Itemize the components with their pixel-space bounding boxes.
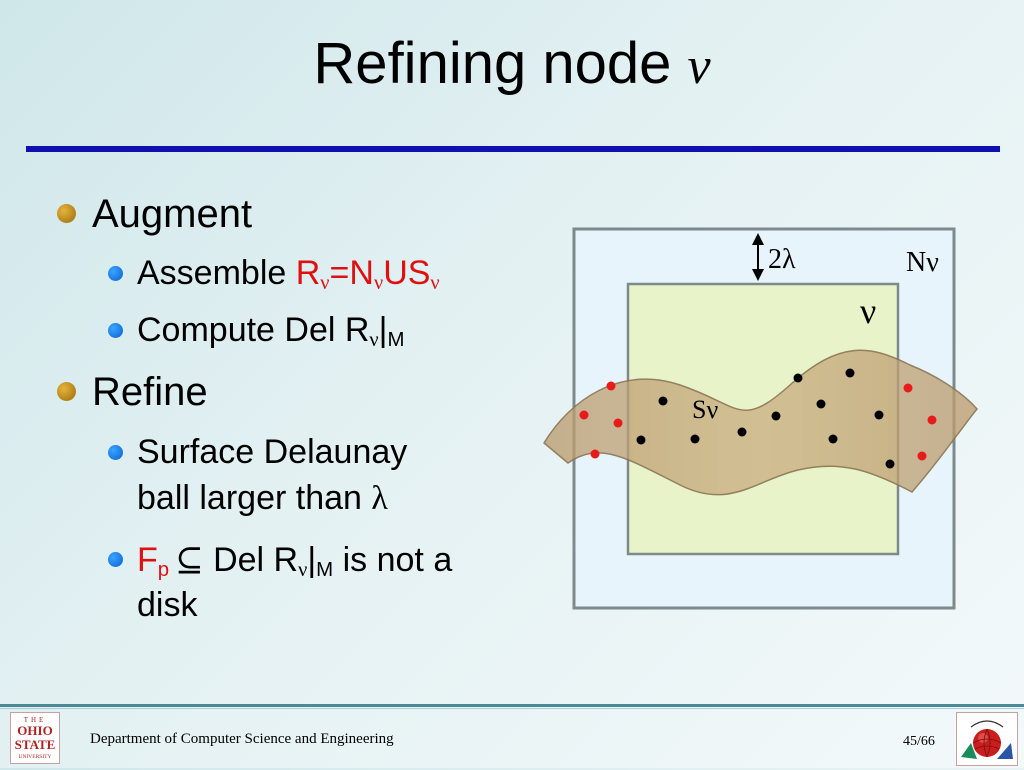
bullet-dot bbox=[108, 266, 123, 281]
restriction-bar: | bbox=[307, 541, 317, 579]
nu-subscript: ν bbox=[430, 272, 440, 295]
bullet-assemble: Assemble Rν=NνUSν bbox=[137, 254, 440, 293]
not-a-disk-label: is not a bbox=[333, 541, 453, 579]
bullet-fp-subset-line2: disk bbox=[137, 586, 198, 624]
sample-point-outside bbox=[613, 418, 623, 428]
title-rule bbox=[26, 146, 1000, 152]
gap-label: 2λ bbox=[768, 244, 796, 275]
node-diagram-svg: 2λ Nν ν Sν bbox=[543, 227, 978, 610]
gap-arrow-head-down bbox=[752, 269, 764, 281]
m-subscript: M bbox=[316, 559, 334, 582]
page-number: 45/66 bbox=[903, 734, 935, 749]
m-subscript: M bbox=[387, 329, 405, 352]
bullet-dot bbox=[57, 204, 76, 223]
sample-point-outside bbox=[590, 449, 600, 459]
ohio-state-logo-svg: THE OHIO STATE UNIVERSITY bbox=[15, 716, 56, 760]
bullet-surface-delaunay-line2: ball larger than λ bbox=[137, 479, 388, 518]
restriction-bar: | bbox=[378, 311, 388, 349]
nu-subscript: ν bbox=[298, 559, 308, 582]
del-label: Del R bbox=[203, 541, 299, 579]
assemble-label: Assemble bbox=[137, 254, 296, 292]
sample-point-inside bbox=[737, 427, 747, 437]
ball-larger-label: ball larger than bbox=[137, 479, 372, 517]
graphics-lab-logo bbox=[956, 712, 1018, 766]
sample-point-outside bbox=[903, 383, 913, 393]
sample-point-outside bbox=[579, 410, 589, 420]
sample-point-inside bbox=[636, 435, 646, 445]
bullet-surface-delaunay-line1: Surface Delaunay bbox=[137, 433, 408, 471]
sample-point-outside bbox=[917, 451, 927, 461]
sample-point-outside bbox=[606, 381, 616, 391]
node-diagram: 2λ Nν ν Sν bbox=[540, 225, 980, 620]
bullet-dot bbox=[108, 552, 123, 567]
slide-title: Refining node ν bbox=[0, 30, 1024, 97]
r-symbol: R bbox=[295, 254, 321, 292]
footer-rule-light bbox=[0, 708, 1024, 709]
gap-arrow-head-up bbox=[752, 233, 764, 245]
lambda-symbol: λ bbox=[371, 480, 388, 517]
osu-ohio: OHIO bbox=[17, 723, 52, 738]
compute-label: Compute Del R bbox=[137, 311, 370, 349]
slide-title-symbol: ν bbox=[687, 38, 711, 95]
footer-rule bbox=[0, 704, 1024, 707]
us-symbol: US bbox=[383, 254, 431, 292]
bullet-dot bbox=[108, 323, 123, 338]
nu-subscript: ν bbox=[373, 272, 384, 295]
sample-point-inside bbox=[793, 373, 803, 383]
nu-subscript: ν bbox=[320, 272, 330, 295]
bullet-dot bbox=[108, 445, 123, 460]
graphics-lab-logo-svg bbox=[961, 720, 1013, 759]
sample-point-inside bbox=[658, 396, 668, 406]
bullet-compute-del: Compute Del Rν|M bbox=[137, 311, 405, 350]
osu-the: THE bbox=[24, 716, 47, 724]
r-nu-expression: Rν=NνUSν bbox=[295, 254, 440, 295]
osu-state: STATE bbox=[15, 737, 56, 752]
sample-point-inside bbox=[690, 434, 700, 444]
sample-point-inside bbox=[816, 399, 826, 409]
bullet-fp-subset: Fp⊆ Del Rν|M is not a bbox=[137, 540, 452, 580]
sample-point-inside bbox=[771, 411, 781, 421]
sample-point-inside bbox=[874, 410, 884, 420]
node-label: ν bbox=[860, 291, 876, 331]
sample-point-inside bbox=[828, 434, 838, 444]
surface-label: Sν bbox=[692, 395, 718, 424]
sample-point-outside bbox=[927, 415, 937, 425]
bullet-dot bbox=[57, 382, 76, 401]
p-subscript: p bbox=[157, 559, 170, 582]
surface-band bbox=[543, 349, 978, 496]
sample-point-inside bbox=[845, 368, 855, 378]
eq-n-symbol: =N bbox=[329, 254, 374, 292]
nu-subscript: ν bbox=[369, 329, 379, 352]
osu-university: UNIVERSITY bbox=[19, 754, 52, 760]
ohio-state-logo: THE OHIO STATE UNIVERSITY bbox=[10, 712, 60, 764]
bullet-augment: Augment bbox=[92, 192, 253, 236]
subset-symbol: ⊆ bbox=[175, 542, 204, 579]
slide-title-text: Refining node bbox=[313, 31, 688, 96]
outer-label: Nν bbox=[906, 247, 939, 278]
f-symbol: F bbox=[137, 541, 158, 579]
sample-point-inside bbox=[885, 459, 895, 469]
department-name: Department of Computer Science and Engin… bbox=[90, 731, 394, 747]
bullet-refine: Refine bbox=[92, 370, 208, 414]
